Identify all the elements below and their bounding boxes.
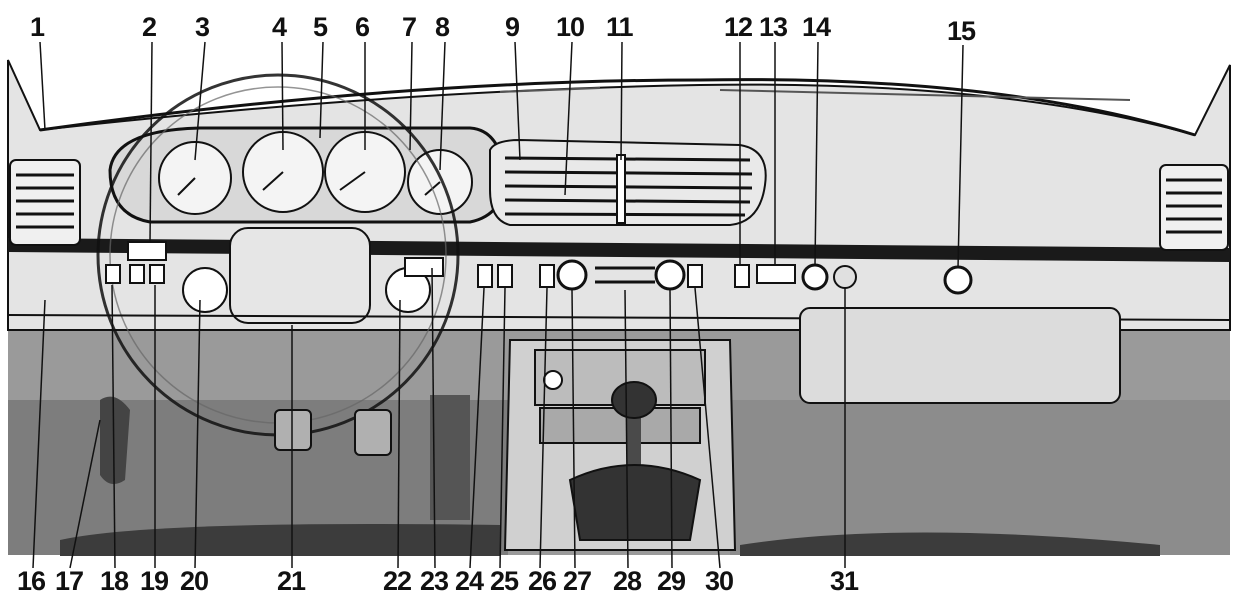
glovebox-lock xyxy=(943,265,973,295)
callout-29: 29 xyxy=(657,566,686,596)
light-switch-knob xyxy=(182,267,228,313)
left-vent-slats xyxy=(16,173,74,229)
glovebox-lid xyxy=(799,307,1121,404)
callout-22: 22 xyxy=(383,566,412,596)
clock-display xyxy=(756,264,796,284)
right-stalk-tip xyxy=(404,257,444,277)
callout-13: 13 xyxy=(759,12,788,42)
clutch-pedal xyxy=(274,409,312,451)
gear-shift-lever xyxy=(627,405,641,477)
left-climate-knob xyxy=(556,259,588,291)
speaker-grille xyxy=(833,265,857,289)
callout-28: 28 xyxy=(613,566,642,596)
callout-21: 21 xyxy=(277,566,306,596)
brake-pedal xyxy=(354,409,392,456)
right-vent-slats xyxy=(1166,178,1222,234)
accelerator-area xyxy=(430,395,470,520)
radio-volume-knob xyxy=(543,370,563,390)
passenger-footwell xyxy=(730,400,1230,555)
left-stalk-tip xyxy=(127,241,167,261)
callout-10: 10 xyxy=(556,12,585,42)
callout-15: 15 xyxy=(947,16,976,46)
gear-shift-knob xyxy=(611,381,657,419)
callout-5: 5 xyxy=(313,12,328,42)
callout-3: 3 xyxy=(195,12,210,42)
callout-31: 31 xyxy=(830,566,859,596)
shift-boot xyxy=(568,464,702,541)
callout-11: 11 xyxy=(606,12,634,42)
callout-17: 17 xyxy=(55,566,84,596)
callout-7: 7 xyxy=(402,12,417,42)
top-leader-lines xyxy=(39,41,964,269)
airbag-hub xyxy=(229,227,371,324)
windshield-edge xyxy=(39,78,1196,137)
callout-8: 8 xyxy=(435,12,450,42)
callout-19: 19 xyxy=(140,566,169,596)
callout-14: 14 xyxy=(802,12,831,42)
driver-seat-edge xyxy=(60,524,500,556)
callout-2: 2 xyxy=(142,12,157,42)
callout-12: 12 xyxy=(724,12,753,42)
vent-divider xyxy=(616,154,626,224)
callout-26: 26 xyxy=(528,566,557,596)
callout-25: 25 xyxy=(490,566,519,596)
hood-release-lever xyxy=(100,396,130,484)
callout-9: 9 xyxy=(505,12,520,42)
callout-24: 24 xyxy=(455,566,484,596)
callout-20: 20 xyxy=(180,566,209,596)
bottom-leader-lines xyxy=(32,267,846,569)
center-vent-housing xyxy=(489,138,767,226)
mirror-adjust-knob xyxy=(801,263,829,291)
callout-27: 27 xyxy=(563,566,592,596)
climate-slider-panel xyxy=(595,266,655,284)
switch-row xyxy=(105,264,750,288)
callout-30: 30 xyxy=(705,566,734,596)
callout-6: 6 xyxy=(355,12,370,42)
callout-4: 4 xyxy=(272,12,287,42)
callout-23: 23 xyxy=(420,566,449,596)
right-climate-knob xyxy=(654,259,686,291)
callout-18: 18 xyxy=(100,566,129,596)
callout-16: 16 xyxy=(17,566,46,596)
callout-1: 1 xyxy=(30,12,45,42)
